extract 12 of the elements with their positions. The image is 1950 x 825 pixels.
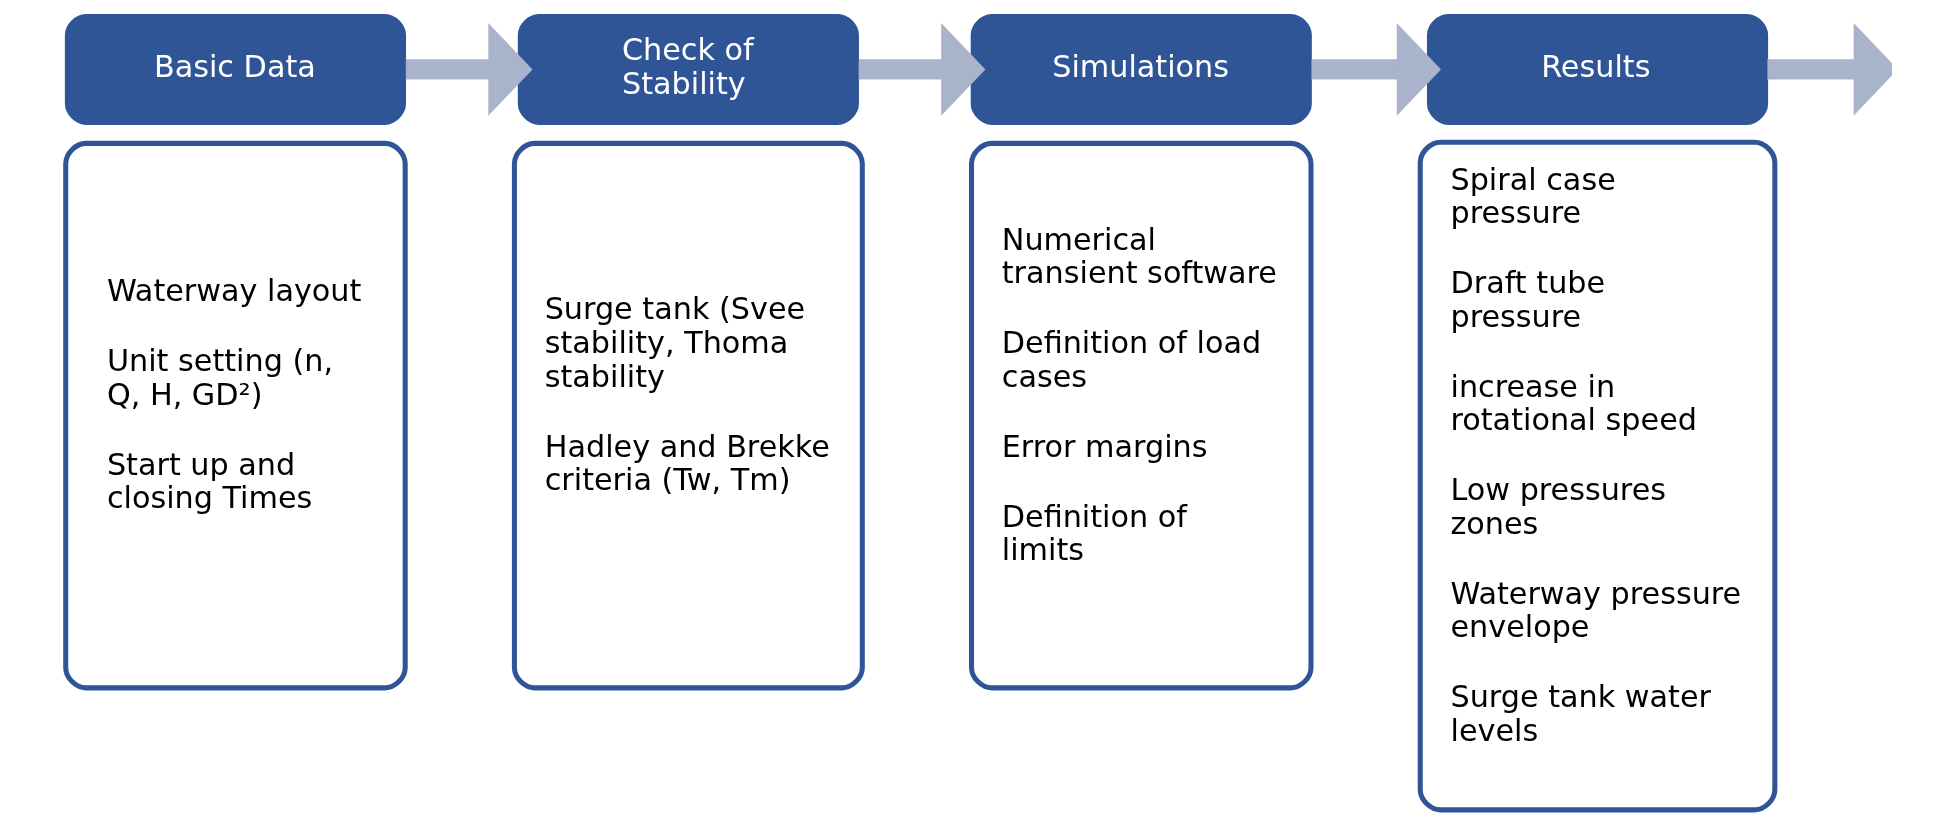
- arrow: [1311, 23, 1441, 116]
- arrow: [858, 23, 985, 116]
- node-box: Numerical transient software Definition of load cases Error margins Definition of limits: [968, 140, 1313, 691]
- node-box: Check of Stability: [517, 13, 859, 125]
- node-box: Basic Data: [64, 13, 406, 125]
- node-box: Waterway layout Unit setting (n, Q, H, GD²) Start up and closing Times: [62, 140, 408, 691]
- node-box: Spiral case pressure Draft tube pressure increase in rotational speed Low pressures zones Waterway pressure envelope Surge tank water levels: [1417, 139, 1777, 813]
- node-box: Simulations: [970, 13, 1312, 125]
- node-box: Surge tank (Svee stability, Thoma stability Hadley and Brekke criteria (Tw, Tm): [511, 140, 865, 691]
- arrow: [405, 23, 532, 116]
- node-box: Results: [1426, 13, 1768, 125]
- arrow: [1766, 23, 1892, 116]
